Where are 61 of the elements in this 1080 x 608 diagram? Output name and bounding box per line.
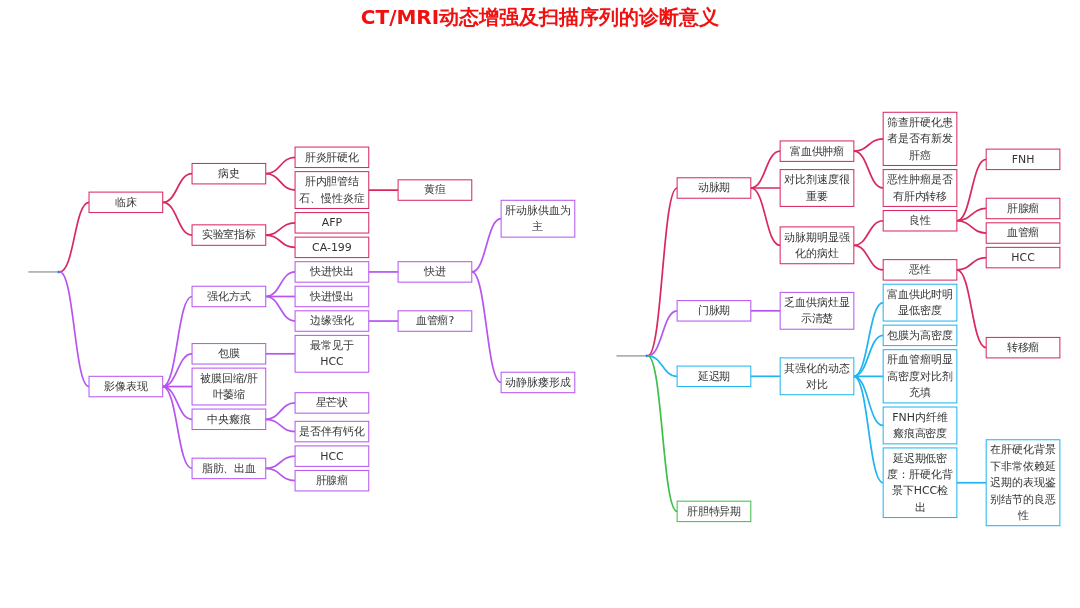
node-box: 乏血供病灶显示清楚 — [779, 291, 855, 330]
node-box: 中央瘢痕 — [191, 408, 267, 431]
node-box: 最常见于HCC — [294, 334, 370, 373]
node-box: 良性 — [882, 210, 958, 232]
node-box: 肝胆特异期 — [676, 500, 752, 523]
node-box: 黄疸 — [397, 179, 473, 201]
connector — [58, 201, 90, 273]
connector — [615, 355, 647, 357]
node-box: FNH — [985, 148, 1061, 171]
node-box: 恶性肿瘤是否有肝内转移 — [882, 169, 958, 207]
node-box: 被膜回缩/肝叶萎缩 — [191, 367, 267, 406]
connector — [27, 271, 59, 273]
node-box: 转移瘤 — [985, 336, 1061, 359]
connector — [646, 355, 678, 378]
node-box: CA-199 — [294, 236, 370, 259]
node-box: 筛查肝硬化患者是否有新发肝癌 — [882, 111, 958, 166]
node-box: 肝腺瘤 — [294, 469, 370, 492]
node-box: 脂肪、出血 — [191, 457, 267, 480]
node-box: 快进慢出 — [294, 285, 370, 308]
node-box: 边缘强化 — [294, 310, 370, 332]
node-box: 影像表现 — [88, 375, 164, 398]
connector — [58, 271, 90, 388]
node-box: 富血供此时明显低密度 — [882, 283, 958, 322]
node-box: 临床 — [88, 191, 164, 214]
node-box: 对比剂速度很重要 — [779, 169, 855, 207]
node-box: 动脉期明显强化的病灶 — [779, 226, 855, 265]
node-circle — [645, 354, 649, 358]
connector — [646, 187, 678, 357]
node-box: 包膜 — [191, 343, 267, 365]
node-box: 延迟期低密度：肝硬化背景下HCC检出 — [882, 447, 958, 519]
node-box: FNH内纤维瘢痕高密度 — [882, 406, 958, 445]
node-circle — [57, 270, 61, 274]
connector — [646, 355, 678, 513]
node-box: 肝腺瘤 — [985, 197, 1061, 220]
node-box: 门脉期 — [676, 300, 752, 322]
node-box: 快进 — [397, 261, 473, 283]
node-box: 动脉期 — [676, 177, 752, 199]
node-box: 病史 — [191, 162, 267, 185]
node-box: 快进快出 — [294, 261, 370, 283]
title: CT/MRI动态增强及扫描序列的诊断意义 — [359, 4, 721, 31]
node-box: 肝动脉供血为主 — [500, 199, 576, 238]
node-box: 富血供肿瘤 — [779, 140, 855, 162]
node-box: 延迟期 — [676, 365, 752, 388]
node-box: 其强化的动态对比 — [779, 357, 855, 396]
connector — [646, 309, 678, 357]
node-box: 肝内胆管结石、慢性炎症 — [294, 171, 370, 209]
node-box: 肝血管瘤明显高密度对比剂充填 — [882, 349, 958, 404]
node-box: 包膜为高密度 — [882, 324, 958, 347]
node-box: 血管瘤? — [397, 310, 473, 332]
node-box: HCC — [294, 445, 370, 467]
node-box: 血管瘤 — [985, 222, 1061, 244]
node-box: 肝炎肝硬化 — [294, 146, 370, 169]
node-box: HCC — [985, 246, 1061, 269]
node-box: AFP — [294, 212, 370, 234]
node-box: 动静脉瘘形成 — [500, 371, 576, 394]
node-box: 恶性 — [882, 259, 958, 281]
node-box: 强化方式 — [191, 285, 267, 308]
node-box: 在肝硬化背景下非常依赖延迟期的表现鉴别结节的良恶性 — [985, 439, 1061, 527]
node-box: 实验室指标 — [191, 224, 267, 246]
node-box: 是否伴有钙化 — [294, 420, 370, 443]
node-box: 星芒状 — [294, 392, 370, 414]
